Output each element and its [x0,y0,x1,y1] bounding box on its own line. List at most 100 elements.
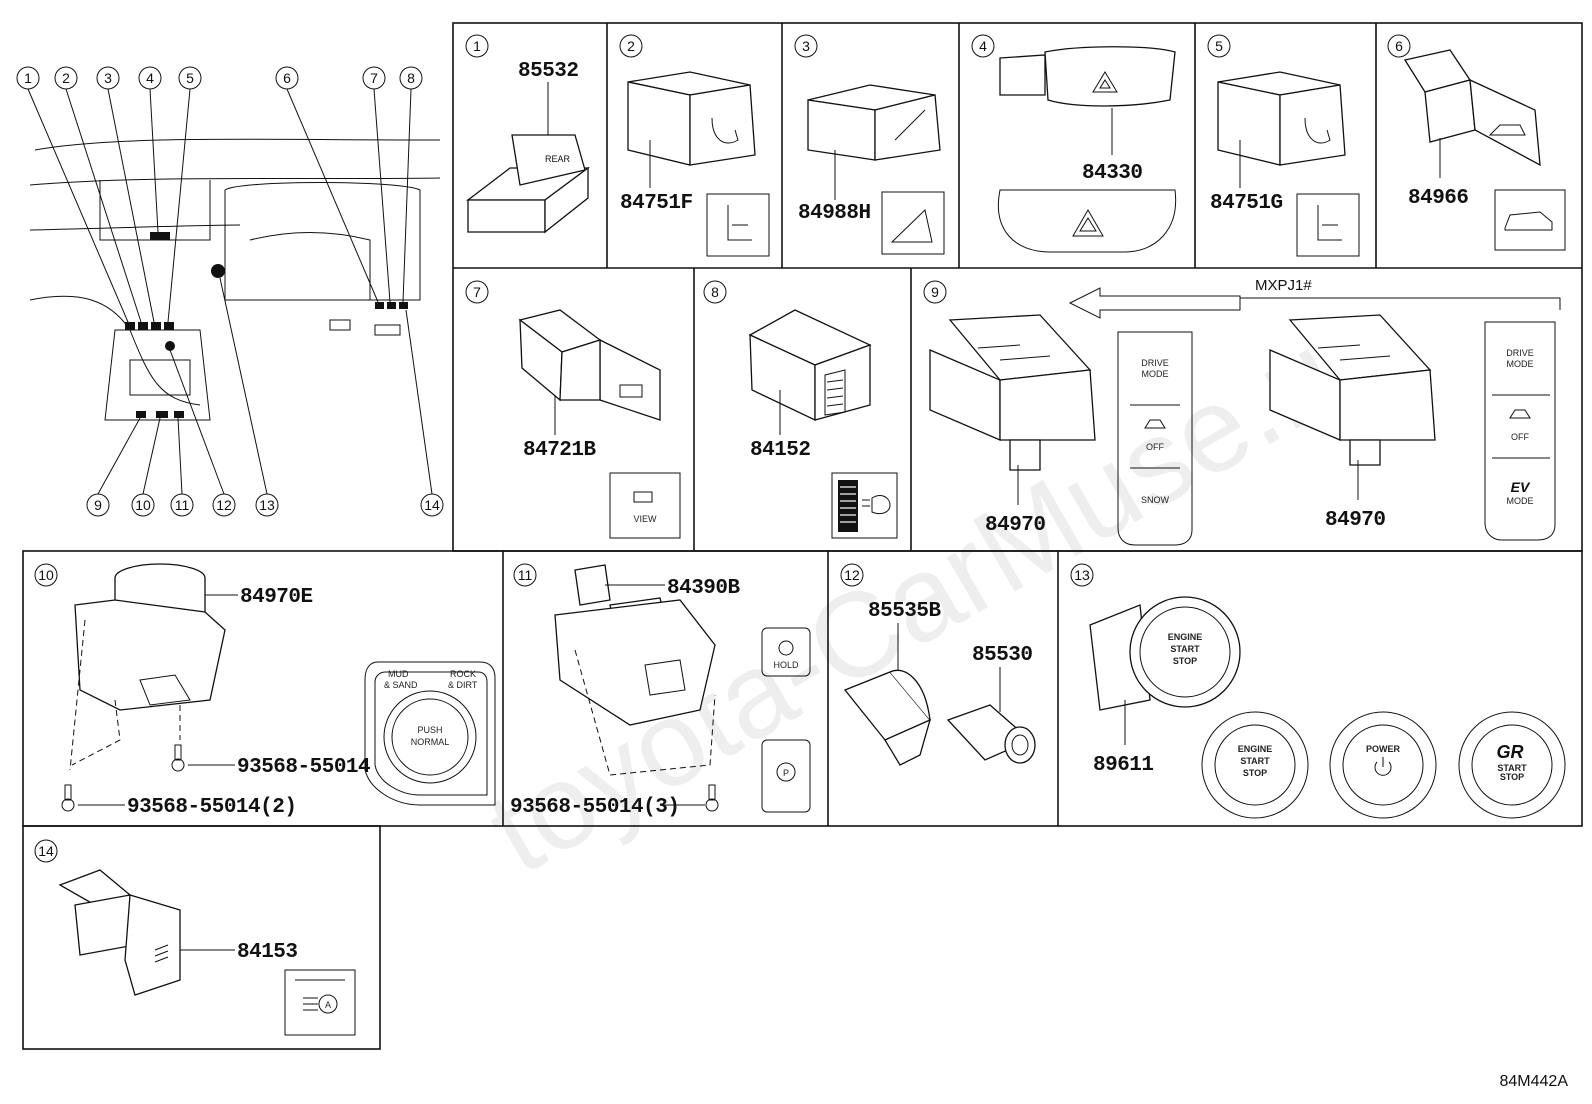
svg-text:1: 1 [24,70,32,86]
svg-text:85532: 85532 [518,60,579,83]
svg-text:84721B: 84721B [523,439,597,462]
auto-high-beam-switch [58,869,181,996]
hazard-switch [999,46,1176,107]
svg-text:14: 14 [38,843,54,859]
cell-6: 6 84966 [1387,34,1566,251]
svg-text:84330: 84330 [1082,162,1143,185]
headlight-leveling-switch [748,309,872,422]
svg-text:12: 12 [216,497,232,513]
cell-14: 14 84153 A [34,839,356,1036]
power-back-door-switch [1403,49,1541,167]
svg-text:2: 2 [62,70,70,86]
parking-brake-icon [761,739,811,813]
svg-text:85530: 85530 [972,644,1033,667]
auto-high-beam-icon [284,969,356,1036]
screw [171,744,185,772]
svg-text:12: 12 [844,567,860,583]
svg-text:85535B: 85535B [868,600,942,623]
hold-icon [761,627,811,677]
terrain-dial-panel: MUD & SAND ROCK & DIRT PUSH NORMAL [364,661,496,806]
svg-text:GR: GR [1497,742,1524,762]
cell-3: 3 84988H [794,34,945,255]
svg-text:84390B: 84390B [667,577,741,600]
svg-text:OFF: OFF [1146,442,1164,452]
start-button-variant-3: GR START STOP [1458,711,1566,819]
grid-frames [22,22,1583,1050]
svg-text:84153: 84153 [237,941,298,964]
svg-text:9: 9 [931,284,939,300]
svg-text:VIEW: VIEW [633,514,657,524]
svg-text:8: 8 [711,284,719,300]
seat-heater-icon [706,193,770,257]
drive-mode-panel-right: DRIVE MODE OFF EV MODE [1484,321,1556,541]
svg-text:& DIRT: & DIRT [448,680,478,690]
svg-text:84966: 84966 [1408,187,1469,210]
seat-heater-switch-left [627,71,756,166]
svg-text:84751F: 84751F [620,192,693,215]
svg-text:DRIVE: DRIVE [1141,358,1169,368]
cell-7: 7 84721B VIEW [465,280,681,539]
svg-text:6: 6 [1395,38,1403,54]
svg-text:DRIVE: DRIVE [1506,348,1534,358]
camera-view-switch [518,309,661,421]
hill-descent-switch [807,84,941,161]
svg-text:STOP: STOP [1243,768,1267,778]
svg-text:13: 13 [1074,567,1090,583]
overview-callouts: 1 2 3 4 5 6 7 8 [16,66,444,517]
svg-text:REAR: REAR [545,154,571,164]
svg-text:STOP: STOP [1500,772,1524,782]
seat-heater-switch-right [1217,71,1346,166]
cell-9: 9 MXPJ1# 84970 DRIVE MODE OFF SNOW [923,277,1561,546]
hill-icon [881,191,945,255]
cell-12: 12 85535B 85530 [840,563,1036,766]
svg-text:89611: 89611 [1093,754,1154,777]
svg-text:SNOW: SNOW [1141,495,1170,505]
cell-13: 13 ENGINE START STOP 89611 ENGINE START … [1070,563,1566,819]
svg-text:START: START [1170,644,1200,654]
cell-8: 8 84152 [703,280,898,539]
svg-text:4: 4 [979,38,987,54]
svg-text:7: 7 [473,284,481,300]
cell-1: 1 85532 REAR [465,34,590,234]
svg-text:9: 9 [94,497,102,513]
view-icon [609,472,681,539]
back-door-icon [1494,189,1566,251]
screw [705,784,719,812]
svg-text:84970: 84970 [1325,509,1386,532]
svg-text:MODE: MODE [1507,359,1534,369]
svg-text:PUSH: PUSH [417,725,442,735]
dashboard-overview [29,138,441,421]
drive-mode-switch-right [1269,314,1436,466]
svg-text:ROCK: ROCK [450,669,476,679]
start-button-variant-2: POWER [1329,711,1437,819]
cell-5: 5 84751G [1207,34,1360,257]
svg-text:84751G: 84751G [1210,192,1283,215]
cell-10: 10 84970E 93568-55014 93568-55014(2) MUD [34,563,496,819]
svg-text:13: 13 [259,497,275,513]
svg-text:STOP: STOP [1173,656,1197,666]
svg-text:HOLD: HOLD [773,660,799,670]
svg-text:3: 3 [802,38,810,54]
svg-text:MXPJ1#: MXPJ1# [1255,277,1312,294]
drive-mode-panel-left: DRIVE MODE OFF SNOW [1117,331,1193,546]
svg-text:MODE: MODE [1507,496,1534,506]
svg-text:5: 5 [1215,38,1223,54]
svg-text:84970E: 84970E [240,586,313,609]
svg-text:84970: 84970 [985,514,1046,537]
diagram-code: 84M442A [1500,1073,1569,1090]
svg-text:7: 7 [370,70,378,86]
svg-text:11: 11 [175,497,190,513]
svg-text:6: 6 [283,70,291,86]
engine-start-stop-switch: ENGINE START STOP [1089,596,1241,711]
cell-11: 11 84390B 93568-55014(3) HOLD P [510,563,811,819]
svg-text:5: 5 [186,70,194,86]
svg-text:POWER: POWER [1366,744,1401,754]
svg-text:MODE: MODE [1142,369,1169,379]
multi-terrain-select-switch [74,563,226,711]
svg-text:START: START [1497,763,1527,773]
cell-2: 2 84751F [619,34,770,257]
svg-text:10: 10 [135,497,151,513]
start-button-variant-1: ENGINE START STOP [1201,711,1309,819]
svg-text:MUD: MUD [388,669,409,679]
